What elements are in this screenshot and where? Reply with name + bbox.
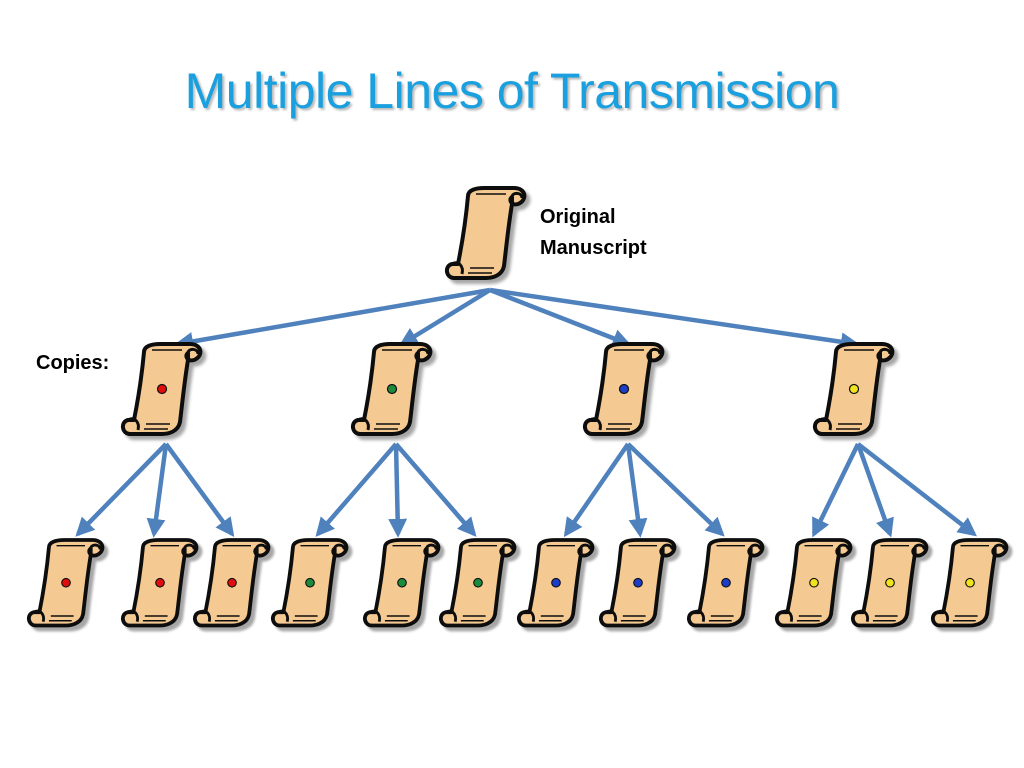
arrow-copy-3-to-sub-1: [563, 442, 630, 538]
arrow-original-to-copy-4: [489, 287, 860, 352]
subcopy-scroll-3-2-dot: [633, 577, 643, 588]
subcopy-scroll-3-3-dot: [721, 577, 731, 588]
arrow-copy-4-to-sub-3: [856, 442, 977, 537]
arrows-layer: [75, 287, 977, 538]
arrow-copy-1-to-sub-2: [146, 443, 169, 538]
arrow-copy-4-to-sub-2: [855, 443, 894, 538]
subcopy-scroll-1-2-dot: [155, 577, 165, 588]
copy-scroll-3-dot: [618, 383, 630, 395]
subcopy-scroll-4-3-dot: [965, 577, 975, 588]
copies-label: Copies:: [36, 352, 110, 374]
arrow-copy-1-to-sub-1: [75, 442, 168, 537]
subcopy-scroll-3-1: [516, 538, 595, 628]
subcopy-scroll-4-2: [850, 538, 929, 628]
arrow-copy-2-to-sub-3: [394, 442, 477, 537]
subcopy-scroll-1-3: [192, 538, 271, 628]
copy-scroll-4: [812, 342, 895, 436]
copy-scroll-1: [120, 342, 203, 436]
subcopy-scroll-1-1-dot: [61, 577, 71, 588]
subcopy-scroll-2-2-dot: [397, 577, 407, 588]
subcopy-scroll-3-2: [598, 538, 677, 628]
copy-scroll-3: [582, 342, 665, 436]
subcopy-scroll-1-2: [120, 538, 199, 628]
original-label-line2: Manuscript: [540, 237, 647, 259]
subcopy-scroll-2-2: [362, 538, 441, 628]
subcopy-scroll-1-1: [26, 538, 105, 628]
copy-scroll-2-dot: [386, 383, 398, 395]
subcopy-scroll-2-3: [438, 538, 517, 628]
subcopy-scroll-3-1-dot: [551, 577, 561, 588]
subcopy-scroll-2-3-dot: [473, 577, 483, 588]
original-label-line1: Original: [540, 206, 616, 228]
subcopy-scroll-4-1-dot: [809, 577, 819, 588]
copy-scroll-2: [350, 342, 433, 436]
arrow-copy-2-to-sub-1: [315, 442, 398, 537]
subcopy-scroll-4-3: [930, 538, 1009, 628]
subcopy-scroll-1-3-dot: [227, 577, 237, 588]
subcopy-scroll-2-1: [270, 538, 349, 628]
arrow-copy-4-to-sub-1: [811, 443, 861, 538]
scrolls-layer: [26, 186, 1009, 628]
subcopy-scroll-4-2-dot: [885, 577, 895, 588]
original-manuscript-label: Original Manuscript: [540, 202, 647, 264]
copy-scroll-4-dot: [848, 383, 860, 395]
slide-title: Multiple Lines of Transmission: [184, 63, 840, 119]
arrow-original-to-copy-1: [174, 287, 491, 351]
arrow-copy-3-to-sub-3: [626, 442, 725, 537]
arrow-original-to-copy-2: [398, 288, 492, 346]
subcopy-scroll-3-3: [686, 538, 765, 628]
arrow-copy-1-to-sub-3: [164, 442, 235, 538]
subcopy-scroll-2-1-dot: [305, 577, 315, 588]
arrow-copy-2-to-sub-2: [388, 443, 408, 538]
arrow-copy-3-to-sub-2: [625, 443, 648, 538]
subcopy-scroll-4-1: [774, 538, 853, 628]
arrow-original-to-copy-3: [489, 287, 632, 348]
copy-scroll-1-dot: [156, 383, 168, 395]
original-manuscript-scroll: [444, 186, 527, 280]
